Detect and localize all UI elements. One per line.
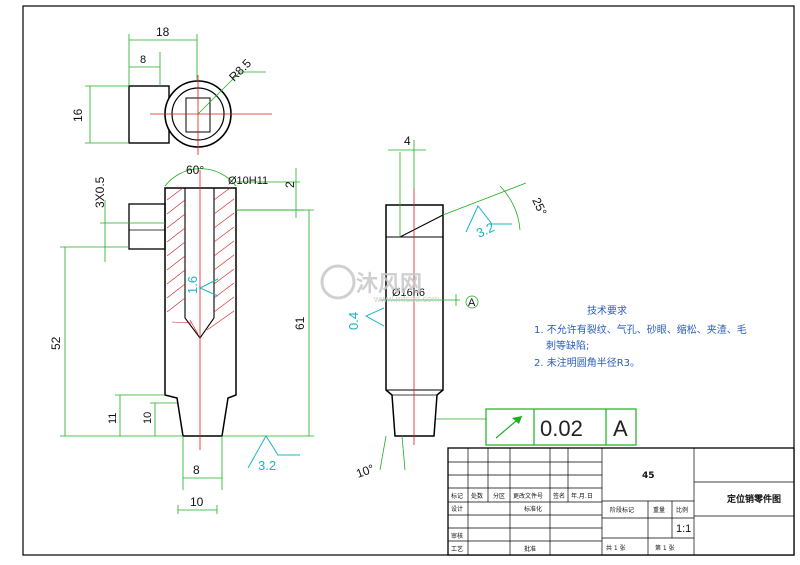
tb-label-standard: 标准化 xyxy=(524,505,542,513)
title-block: 45 定位销零件图 1:1 标记 处数 分区 更改文件号 签名 年.月.日 设计… xyxy=(447,447,795,556)
front-view-hatch xyxy=(166,187,235,335)
side-view-diameter-dim: Ø16h6 xyxy=(392,287,425,299)
side-view-roughness-top: 3.2 xyxy=(474,219,497,240)
side-view: 4 25° 3.2 0.4 Ø16h6 A 10° xyxy=(346,134,550,481)
side-view-tip-angle-dim: 10° xyxy=(354,461,376,480)
top-view-height-dim: 16 xyxy=(71,108,85,122)
title-block-scale: 1:1 xyxy=(676,523,691,535)
front-view-roughness-symbol-side xyxy=(198,278,219,297)
front-view-roughness-side: 1.6 xyxy=(185,276,200,294)
drawing-border xyxy=(22,5,795,556)
gdt-tolerance: 0.02 xyxy=(540,416,583,441)
front-view-angle-dim: 60° xyxy=(186,163,204,177)
watermark-brand: 沐风网 xyxy=(356,272,422,297)
tb-label-mark: 标记 xyxy=(451,492,463,500)
tb-label-ratio: 比例 xyxy=(676,506,688,514)
top-view-radius-dim: R8.5 xyxy=(226,56,254,84)
watermark-url: www.mfcad.com xyxy=(373,294,440,304)
tb-label-check: 审核 xyxy=(451,532,463,540)
tb-label-sign: 签名 xyxy=(553,492,565,500)
front-view-roughness-bottom: 3.2 xyxy=(258,458,276,473)
front-view: 3X0.5 60° Ø10H11 2 52 61 11 10 8 10 1.6 … xyxy=(49,163,314,514)
front-view-step-b-dim: 10 xyxy=(142,412,154,424)
gdt-datum: A xyxy=(613,416,628,441)
front-view-tip-width-dim: 8 xyxy=(193,463,200,477)
top-view-width-dim: 18 xyxy=(156,25,170,39)
side-view-roughness-symbol-top xyxy=(465,205,512,233)
side-view-top-width-dim: 4 xyxy=(404,134,411,148)
side-view-roughness-side: 0.4 xyxy=(346,312,361,330)
front-view-outline xyxy=(164,187,237,437)
tb-label-total: 共 1 张 xyxy=(606,544,626,552)
side-view-outline xyxy=(385,204,444,437)
tb-label-count: 处数 xyxy=(471,492,483,500)
side-view-datum-label: A xyxy=(468,297,476,309)
side-view-angle-dim: 25° xyxy=(529,195,549,218)
front-view-length-total-dim: 61 xyxy=(293,316,307,330)
tb-label-design: 设计 xyxy=(451,505,463,513)
watermark: 沐风网 www.mfcad.com xyxy=(320,264,440,304)
title-block-part-name: 定位销零件图 xyxy=(726,493,781,505)
tb-label-approve: 批准 xyxy=(524,545,536,553)
tb-label-date: 年.月.日 xyxy=(571,492,593,500)
tb-label-zone: 分区 xyxy=(493,492,505,500)
front-view-base-width-dim: 10 xyxy=(190,495,204,509)
side-view-roughness-symbol-side xyxy=(364,307,385,327)
front-view-side-key xyxy=(128,203,166,250)
front-view-roughness-symbol-bottom xyxy=(247,435,300,469)
front-view-bore-dim: Ø10H11 xyxy=(228,175,268,187)
side-view-datum-marker xyxy=(465,295,479,309)
top-view-slot-dim: 8 xyxy=(140,54,146,66)
front-view-top-gap-dim: 2 xyxy=(283,181,297,188)
tb-label-change-doc: 更改文件号 xyxy=(513,492,543,500)
front-view-step-a-dim: 11 xyxy=(107,413,119,424)
front-view-chamfer-dim: 3X0.5 xyxy=(93,176,107,208)
front-view-bore xyxy=(184,188,215,339)
tech-requirements-line2: 刺等缺陷; xyxy=(546,339,589,352)
top-view-body xyxy=(128,85,170,144)
tech-requirements-line3: 2. 未注明圆角半径R3。 xyxy=(534,356,640,369)
watermark-logo-icon xyxy=(320,264,356,300)
tb-label-sheet: 第 1 张 xyxy=(655,544,675,552)
tech-requirements-line1: 1. 不允许有裂纹、气孔、砂眼、缩松、夹渣、毛 xyxy=(534,323,747,336)
gdt-frame: 0.02 A xyxy=(485,408,637,446)
tb-label-weight: 重量 xyxy=(653,506,665,514)
tb-label-stage-mark: 阶段标记 xyxy=(610,506,634,514)
title-block-material: 45 xyxy=(642,471,655,481)
tech-requirements-title: 技术要求 xyxy=(587,304,627,317)
front-view-length-lower-dim: 52 xyxy=(49,336,63,350)
tb-label-process: 工艺 xyxy=(451,545,463,553)
top-view: 18 8 16 R8.5 xyxy=(71,25,272,155)
tech-requirements: 技术要求 1. 不允许有裂纹、气孔、砂眼、缩松、夹渣、毛 刺等缺陷; 2. 未注… xyxy=(534,304,747,369)
